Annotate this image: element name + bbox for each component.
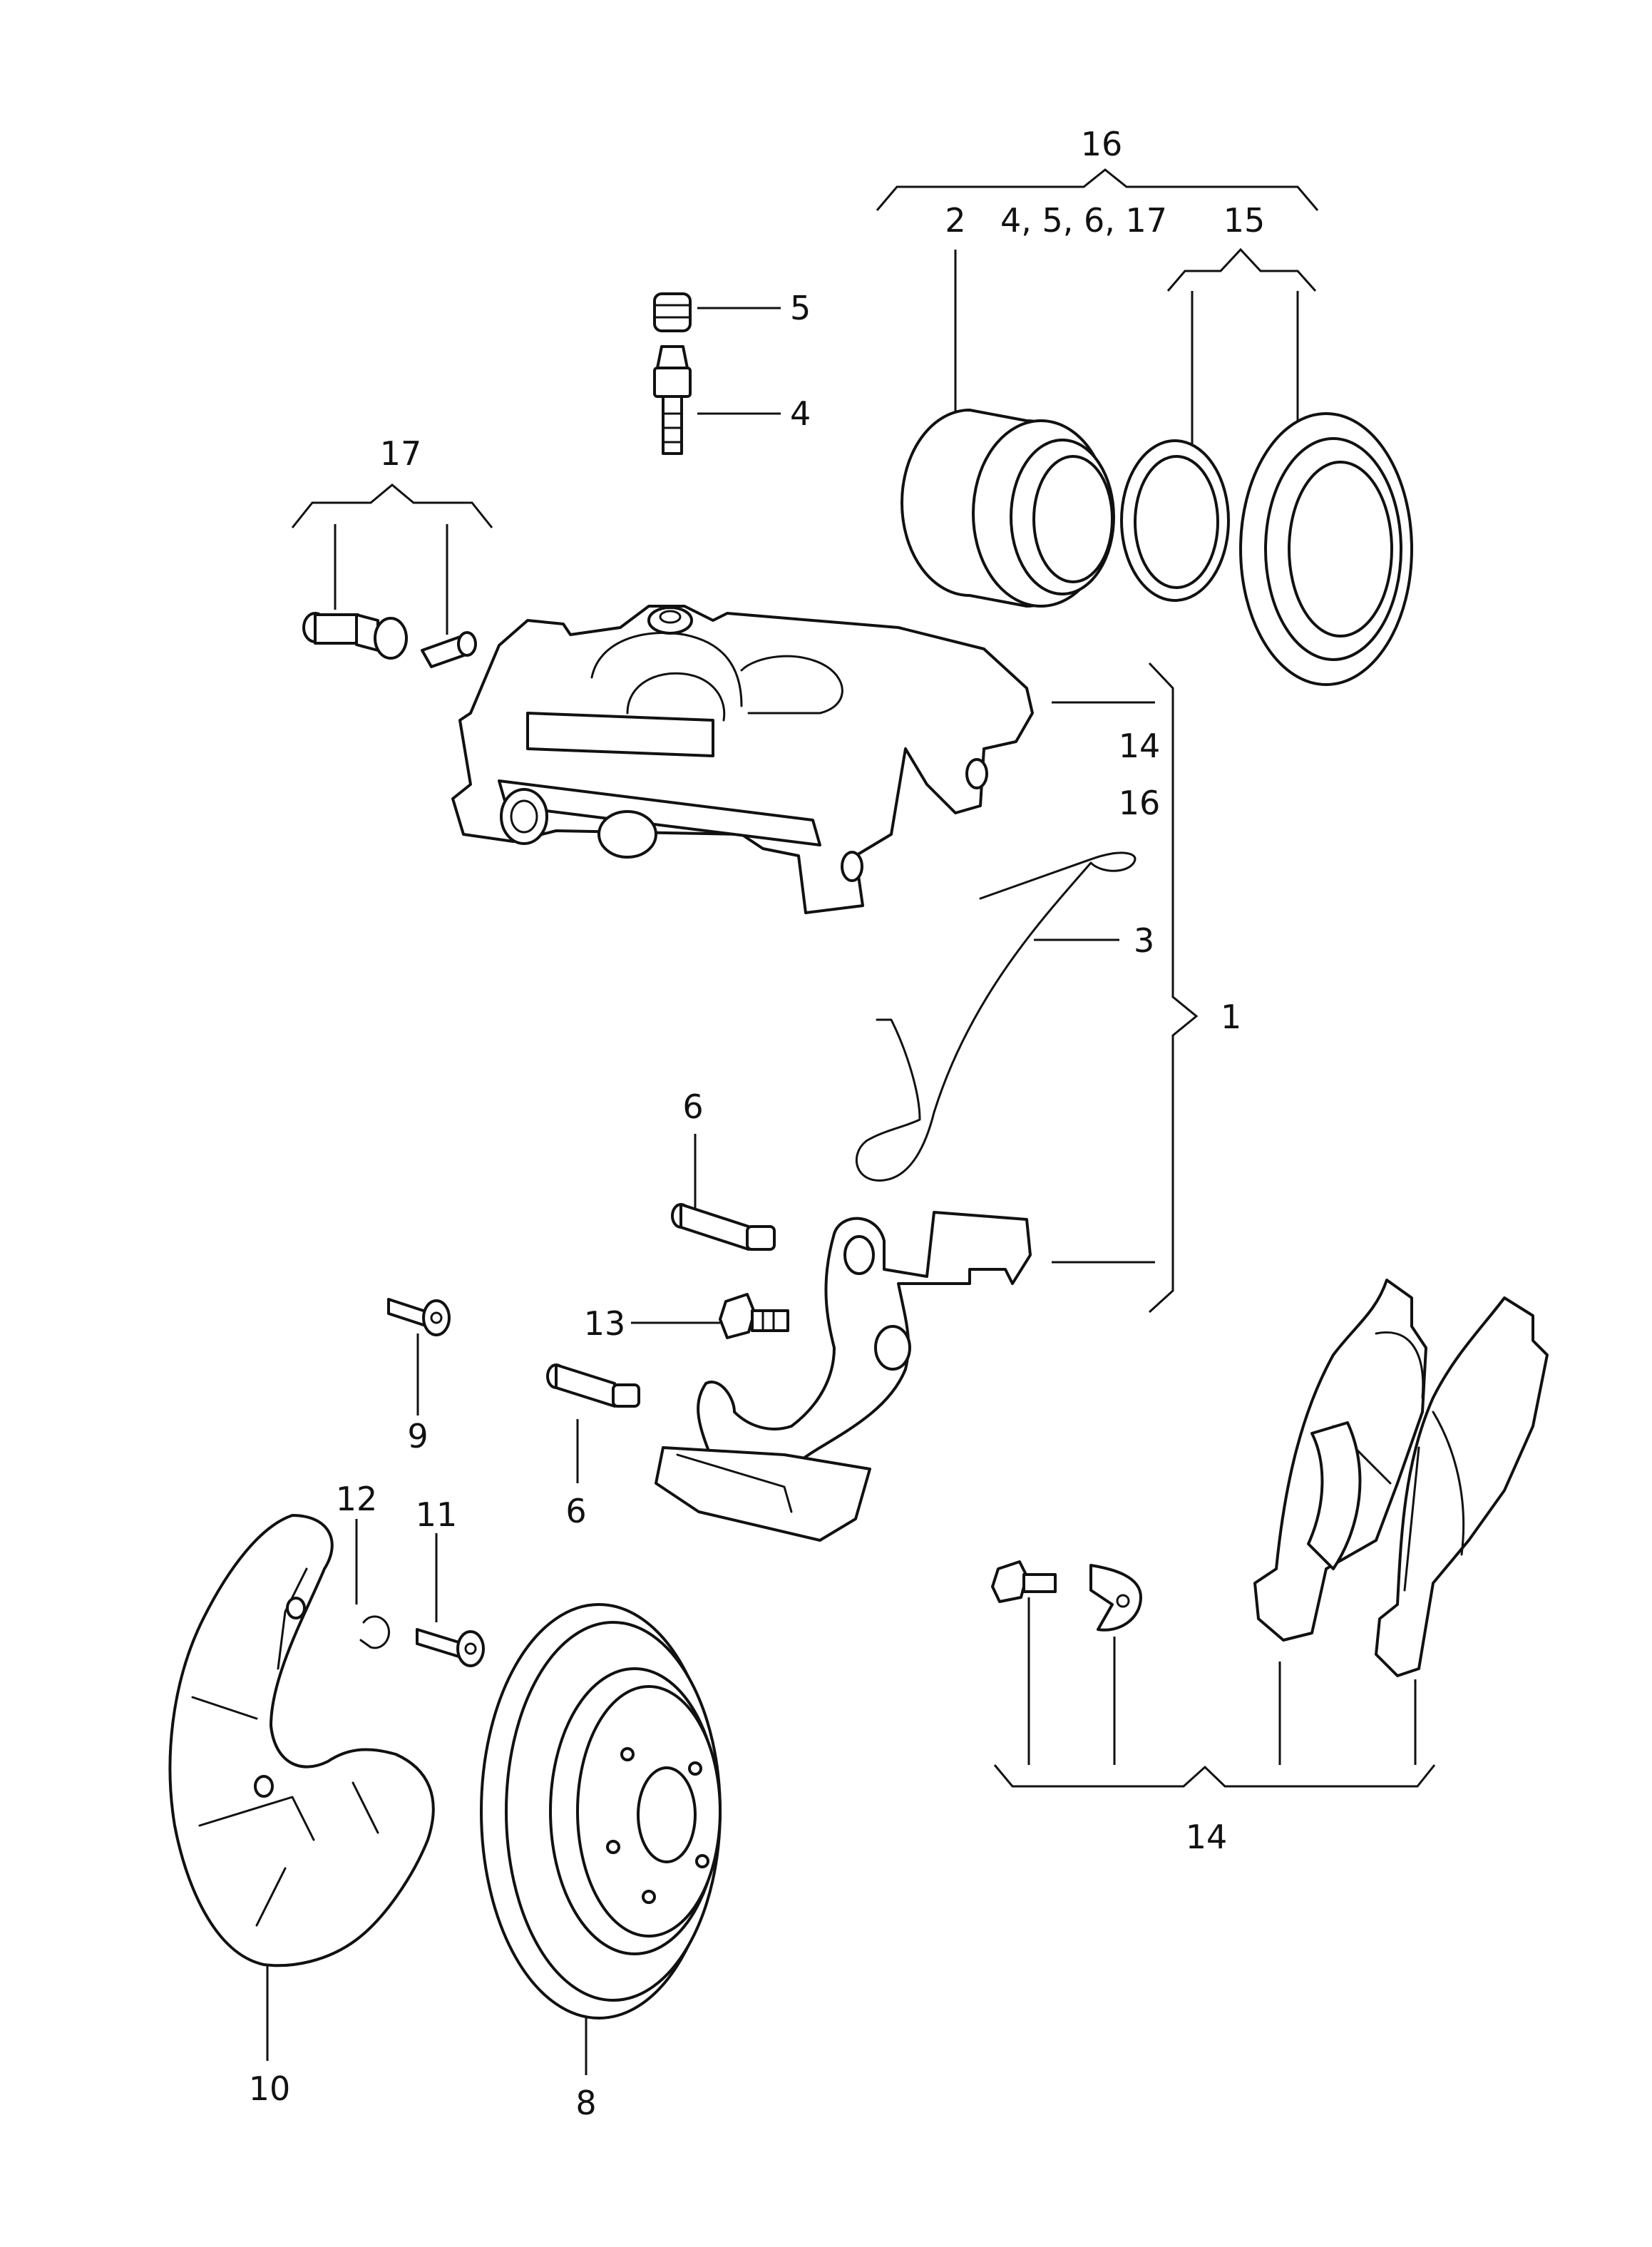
guide-sleeve <box>421 631 477 668</box>
splash-shield <box>168 1514 435 1967</box>
callout-15: 15 <box>1223 201 1266 240</box>
callout-4-5-6-17: 4, 5, 6, 17 <box>1000 201 1167 240</box>
callout-6-lower: 6 <box>565 1492 586 1530</box>
dust-boot <box>1239 412 1413 686</box>
brace-14-bottom <box>993 1764 1436 1788</box>
brace-16-top <box>876 168 1319 211</box>
bleeder-cap <box>653 292 692 332</box>
callout-2: 2 <box>945 201 965 240</box>
callout-3: 3 <box>1134 921 1154 960</box>
callout-10: 10 <box>249 2069 291 2108</box>
guide-pin-upper <box>671 1203 776 1251</box>
callout-1: 1 <box>1221 998 1241 1036</box>
callout-labels: 16 2 4, 5, 6, 17 15 5 4 17 14 16 3 1 6 1… <box>249 125 1266 2122</box>
torx-screw-9 <box>387 1298 451 1336</box>
callout-16-right: 16 <box>1119 784 1161 822</box>
callout-11: 11 <box>416 1495 458 1534</box>
callout-8: 8 <box>575 2084 596 2122</box>
pad-bolt <box>991 1560 1057 1603</box>
leader-lines <box>266 250 1417 2075</box>
callout-9: 9 <box>407 1417 428 1455</box>
brake-pad-outer <box>1375 1296 1549 1677</box>
brake-pad-inner <box>1253 1279 1427 1642</box>
callout-12: 12 <box>336 1480 378 1518</box>
callout-14-right: 14 <box>1119 727 1161 765</box>
callout-17: 17 <box>380 434 422 473</box>
guide-pin-lower <box>546 1363 640 1408</box>
brace-17 <box>291 483 493 528</box>
brace-15 <box>1166 247 1317 292</box>
callout-4: 4 <box>790 394 811 433</box>
piston <box>901 409 1115 608</box>
wear-indicator-clip <box>1089 1564 1142 1632</box>
callout-14-bottom: 14 <box>1186 1818 1228 1856</box>
callout-5: 5 <box>790 289 811 327</box>
brake-disc <box>480 1603 722 2020</box>
caliper-carrier <box>655 1211 1032 1542</box>
callout-13: 13 <box>584 1304 626 1343</box>
bleeder-screw <box>653 345 692 455</box>
circlip <box>359 1615 391 1649</box>
caliper-housing <box>451 605 1034 914</box>
guide-bolt <box>302 612 408 660</box>
callout-16-top: 16 <box>1081 125 1123 163</box>
brace-1 <box>1148 662 1199 1314</box>
retaining-spring <box>855 851 1137 1182</box>
hex-bolt <box>719 1293 789 1339</box>
piston-seal <box>1120 439 1230 602</box>
callout-6-upper: 6 <box>682 1087 703 1126</box>
torx-screw-11 <box>416 1628 485 1667</box>
